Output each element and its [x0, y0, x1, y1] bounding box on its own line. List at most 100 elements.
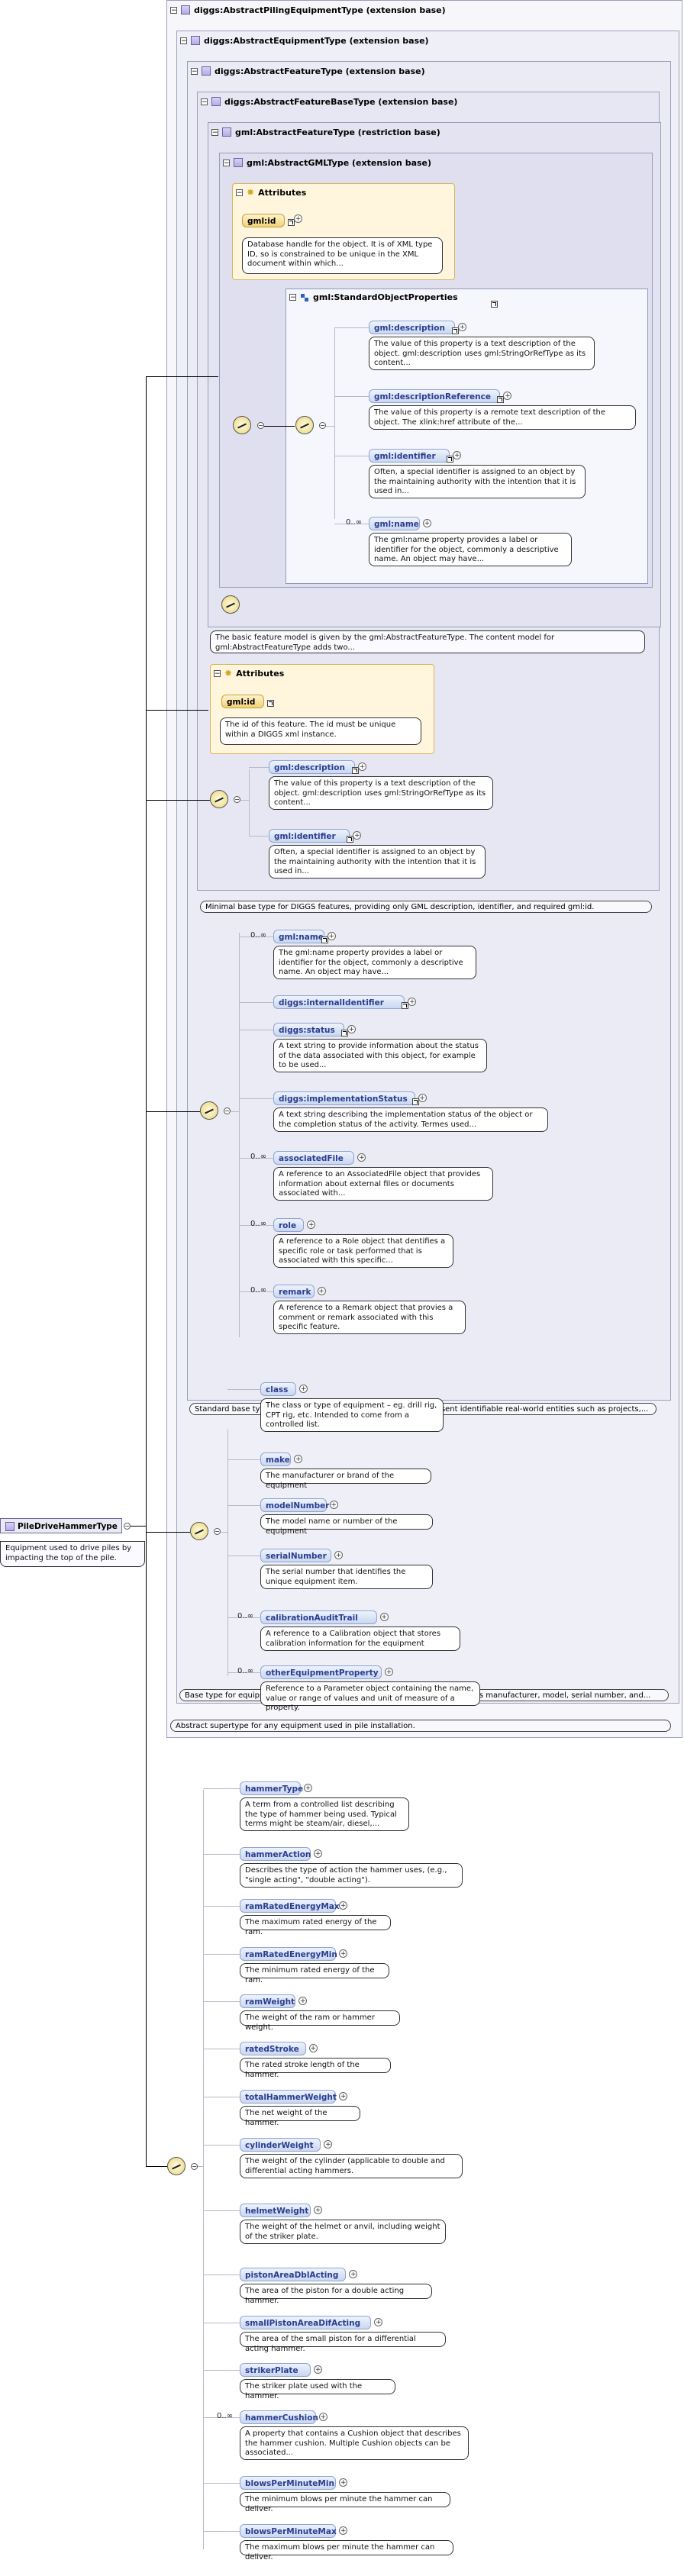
element-role[interactable]: role: [273, 1218, 305, 1232]
expand-icon[interactable]: +: [307, 1220, 316, 1229]
collapse-icon[interactable]: −: [223, 159, 230, 167]
collapse-icon[interactable]: −: [214, 1528, 221, 1535]
element-serialnumber[interactable]: serialNumber: [260, 1549, 332, 1562]
link-icon[interactable]: [411, 1098, 419, 1105]
attributes-header[interactable]: − ✸ Attributes: [214, 668, 284, 679]
link-icon[interactable]: [447, 456, 454, 463]
feature-base-header[interactable]: − diggs:AbstractFeatureBaseType (extensi…: [201, 95, 457, 108]
element-totalhammerweight[interactable]: totalHammerWeight: [240, 2090, 337, 2104]
element-gml-identifier[interactable]: gml:identifier: [369, 449, 450, 463]
expand-icon[interactable]: +: [358, 762, 366, 771]
attributes-header[interactable]: − ✸ Attributes: [236, 187, 306, 198]
sequence-icon[interactable]: [221, 595, 240, 614]
expand-icon[interactable]: +: [308, 2044, 318, 2052]
expand-icon[interactable]: +: [317, 1287, 326, 1295]
collapse-icon[interactable]: −: [289, 294, 296, 301]
expand-icon[interactable]: +: [357, 1153, 366, 1162]
element-gml-descriptionreference[interactable]: gml:descriptionReference: [369, 389, 501, 403]
expand-icon[interactable]: +: [298, 1997, 308, 2005]
root-type[interactable]: PileDriveHammerType: [0, 1518, 122, 1533]
link-icon[interactable]: [491, 301, 498, 308]
element-gml-description[interactable]: gml:description: [269, 760, 355, 774]
element-gml-identifier[interactable]: gml:identifier: [269, 829, 350, 843]
element-blowsperminutemin[interactable]: blowsPerMinuteMin: [240, 2476, 337, 2490]
sequence-icon[interactable]: [167, 2157, 186, 2175]
expand-icon[interactable]: +: [314, 2365, 323, 2374]
expand-icon[interactable]: +: [327, 932, 336, 940]
collapse-icon[interactable]: −: [319, 422, 326, 429]
element-blowsperminutemax[interactable]: blowsPerMinuteMax: [240, 2524, 337, 2538]
expand-icon[interactable]: +: [408, 998, 417, 1006]
collapse-icon[interactable]: −: [257, 422, 264, 429]
expand-icon[interactable]: +: [374, 2318, 383, 2326]
element-modelnumber[interactable]: modelNumber: [260, 1498, 329, 1512]
element-make[interactable]: make: [260, 1452, 292, 1466]
collapse-icon[interactable]: −: [211, 128, 218, 137]
element-hammeraction[interactable]: hammerAction: [240, 1847, 311, 1861]
expand-icon[interactable]: +: [458, 323, 466, 331]
expand-icon[interactable]: +: [353, 831, 362, 840]
gml-id-attribute[interactable]: gml:id: [221, 695, 264, 708]
collapse-icon[interactable]: −: [214, 669, 221, 678]
collapse-icon[interactable]: −: [191, 2163, 198, 2170]
expand-icon[interactable]: +: [314, 2206, 323, 2214]
expand-icon[interactable]: +: [349, 2270, 358, 2278]
expand-icon[interactable]: +: [304, 1784, 312, 1792]
link-icon[interactable]: [402, 1002, 409, 1009]
element-associatedfile[interactable]: associatedFile: [273, 1151, 355, 1165]
collapse-icon[interactable]: −: [180, 37, 187, 45]
expand-icon[interactable]: +: [418, 1094, 427, 1102]
sequence-icon[interactable]: [200, 1101, 218, 1120]
element-class[interactable]: class: [260, 1382, 296, 1396]
element-diggs-status[interactable]: diggs:status: [273, 1023, 345, 1037]
expand-icon[interactable]: +: [347, 1025, 357, 1033]
expand-icon[interactable]: +: [453, 451, 462, 459]
element-helmetweight[interactable]: helmetWeight: [240, 2204, 311, 2217]
feature-header[interactable]: − diggs:AbstractFeatureType (extension b…: [191, 64, 425, 78]
sequence-icon[interactable]: [233, 416, 251, 434]
collapse-icon[interactable]: −: [201, 98, 208, 106]
element-diggs-implementationstatus[interactable]: diggs:implementationStatus: [273, 1091, 415, 1105]
element-hammertype[interactable]: hammerType: [240, 1781, 303, 1795]
sequence-icon[interactable]: [190, 1522, 208, 1540]
equipment-header[interactable]: − diggs:AbstractEquipmentType (extension…: [180, 34, 429, 47]
link-icon[interactable]: [288, 219, 295, 226]
sequence-icon[interactable]: [295, 416, 314, 434]
link-icon[interactable]: [347, 836, 354, 843]
collapse-icon[interactable]: −: [234, 796, 240, 803]
element-strikerplate[interactable]: strikerPlate: [240, 2363, 311, 2377]
link-icon[interactable]: [352, 767, 359, 774]
element-ratedstroke[interactable]: ratedStroke: [240, 2042, 306, 2055]
expand-icon[interactable]: +: [329, 1501, 338, 1509]
expand-icon[interactable]: +: [385, 1668, 394, 1676]
expand-icon[interactable]: +: [318, 2413, 327, 2421]
collapse-icon[interactable]: −: [236, 189, 243, 197]
sequence-icon[interactable]: [210, 790, 228, 808]
gml-feature-header[interactable]: − gml:AbstractFeatureType (restriction b…: [211, 125, 440, 139]
gml-type-header[interactable]: − gml:AbstractGMLType (extension base): [223, 156, 431, 169]
collapse-icon[interactable]: −: [224, 1107, 231, 1114]
element-gml-description[interactable]: gml:description: [369, 321, 455, 334]
collapse-icon[interactable]: −: [191, 67, 198, 76]
element-otherequipmentproperty[interactable]: otherEquipmentProperty: [260, 1665, 382, 1679]
element-gml-name[interactable]: gml:name: [273, 930, 324, 943]
element-cylinderweight[interactable]: cylinderWeight: [240, 2138, 321, 2152]
link-icon[interactable]: [452, 327, 459, 334]
element-diggs-internalidentifier[interactable]: diggs:internalIdentifier: [273, 995, 405, 1009]
expand-icon[interactable]: +: [314, 1849, 323, 1858]
collapse-icon[interactable]: −: [124, 1523, 131, 1530]
expand-icon[interactable]: +: [339, 1949, 348, 1958]
element-ramratedenergymax[interactable]: ramRatedEnergyMax: [240, 1899, 340, 1913]
expand-icon[interactable]: +: [299, 1385, 308, 1393]
element-calibrationaudittrail[interactable]: calibrationAuditTrail: [260, 1610, 377, 1624]
element-ramweight[interactable]: ramWeight: [240, 1994, 296, 2008]
element-hammercushion[interactable]: hammerCushion: [240, 2410, 318, 2424]
piling-equipment-header[interactable]: − diggs:AbstractPilingEquipmentType (ext…: [170, 3, 446, 17]
standard-props-header[interactable]: − gml:StandardObjectProperties: [289, 292, 458, 302]
element-gml-name[interactable]: gml:name: [369, 517, 420, 530]
collapse-icon[interactable]: −: [170, 6, 177, 15]
element-smallpistonareadifacting[interactable]: smallPistonAreaDifActing: [240, 2316, 372, 2329]
expand-icon[interactable]: +: [339, 2526, 348, 2535]
link-icon[interactable]: [321, 937, 328, 943]
expand-icon[interactable]: +: [339, 2478, 348, 2487]
